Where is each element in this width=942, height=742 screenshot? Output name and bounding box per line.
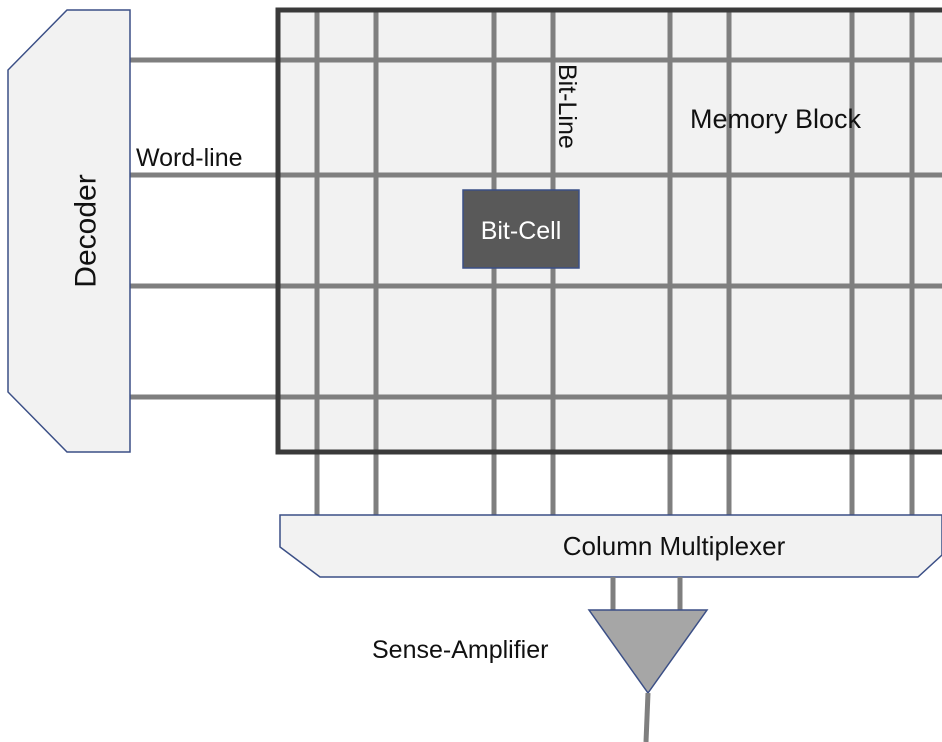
word-line-label: Word-line xyxy=(136,144,243,172)
decoder xyxy=(7,9,131,453)
bit-cell xyxy=(462,189,580,269)
bit-cell-label: Bit-Cell xyxy=(481,217,562,245)
column-multiplexer xyxy=(279,514,942,578)
memory-block-border xyxy=(275,7,942,455)
amplifier-output-wire xyxy=(643,692,651,742)
bit-lines xyxy=(314,10,915,515)
sense-amplifier-label: Sense-Amplifier xyxy=(372,636,548,664)
word-lines xyxy=(130,57,942,400)
amplifier-input-wires xyxy=(610,577,683,610)
column-multiplexer-label: Column Multiplexer xyxy=(563,531,786,561)
memory-block xyxy=(278,10,942,452)
bit-line-label: Bit-Line xyxy=(553,64,581,149)
sense-amplifier xyxy=(587,609,709,695)
decoder-label: Decoder xyxy=(70,174,103,287)
memory-block-label: Memory Block xyxy=(690,104,862,134)
